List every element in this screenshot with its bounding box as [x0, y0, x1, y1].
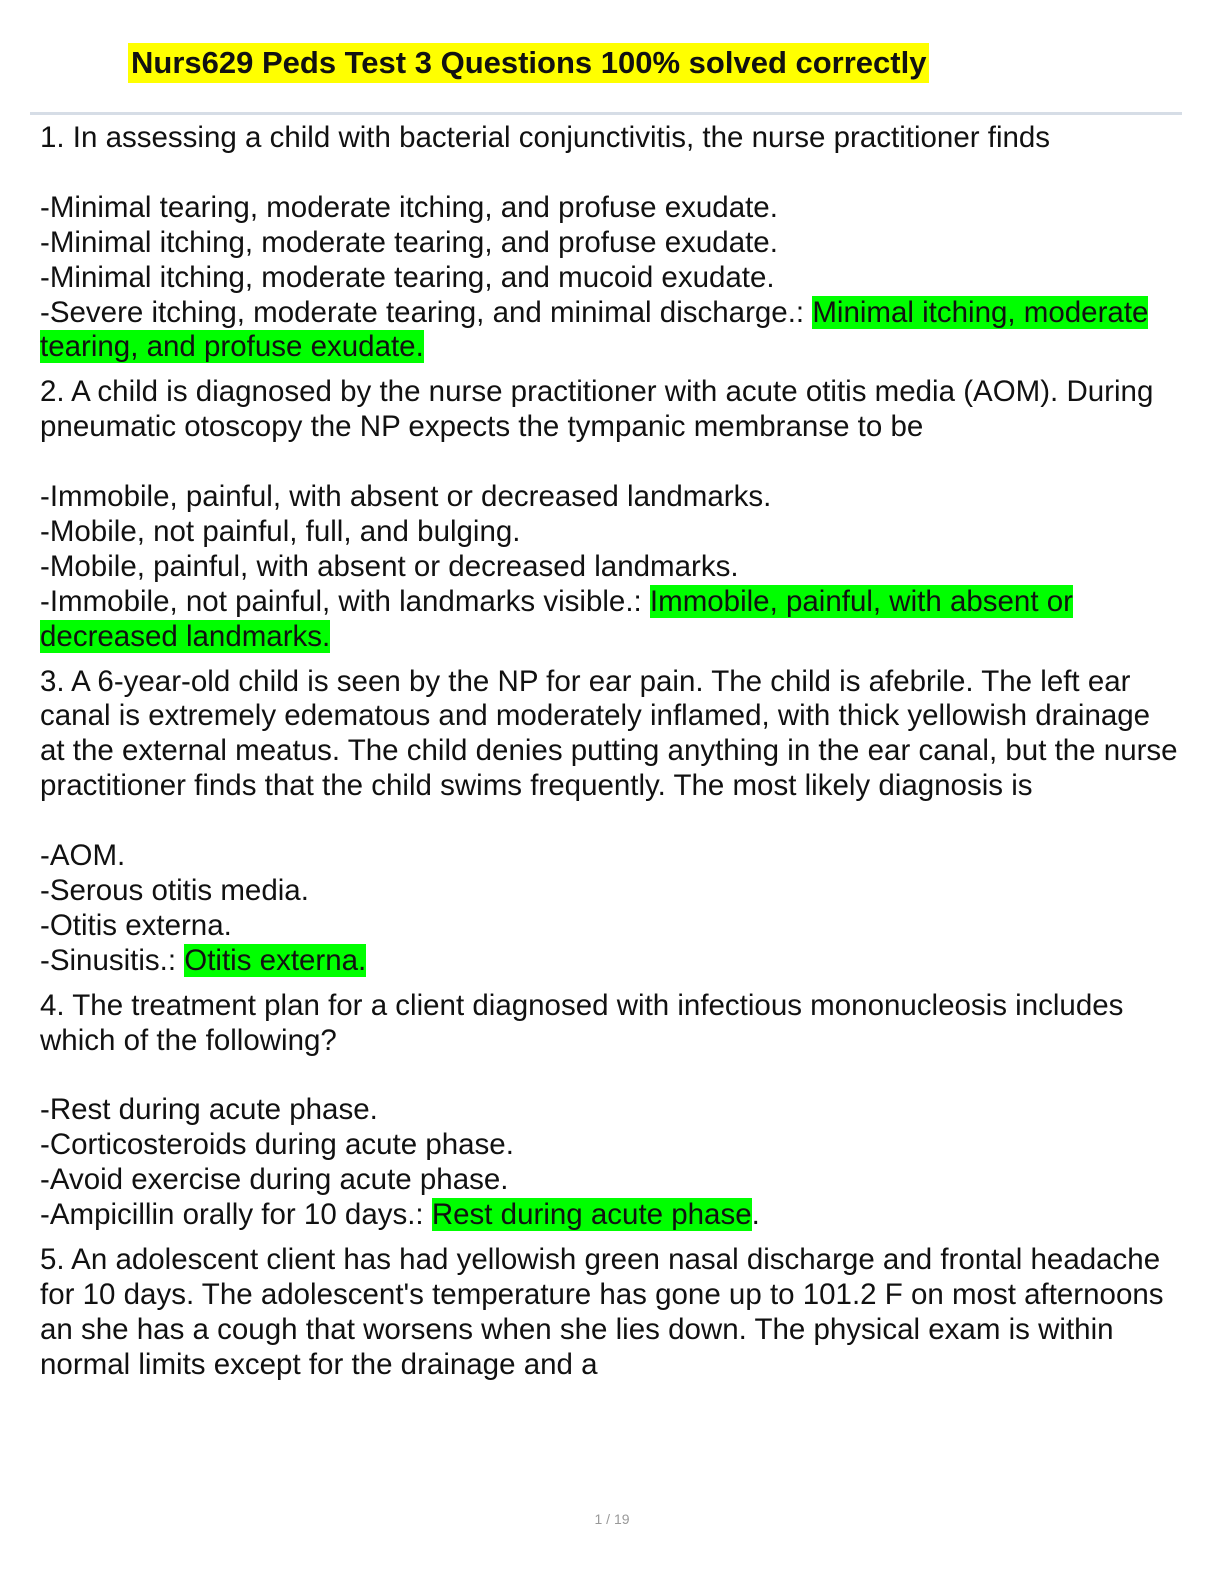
- question-stem: 3. A 6-year-old child is seen by the NP …: [40, 664, 1178, 803]
- question-stem: 1. In assessing a child with bacterial c…: [40, 121, 1051, 154]
- option: -Minimal tearing, moderate itching, and …: [40, 190, 778, 224]
- question-5: 5. An adolescent client has had yellowis…: [40, 1243, 1180, 1383]
- title-divider: [30, 112, 1182, 115]
- option: -Immobile, painful, with absent or decre…: [40, 480, 772, 514]
- answer-suffix: .: [751, 1198, 760, 1232]
- option: -Mobile, not painful, full, and bulging.: [40, 514, 521, 548]
- option: -Sinusitis.:: [40, 943, 185, 977]
- question-2: 2. A child is diagnosed by the nurse pra…: [40, 375, 1180, 654]
- question-1: 1. In assessing a child with bacterial c…: [40, 121, 1180, 365]
- option: -Serous otitis media.: [40, 873, 309, 907]
- option: -Ampicillin orally for 10 days.:: [40, 1198, 432, 1232]
- option: -Corticosteroids during acute phase.: [40, 1128, 514, 1162]
- question-3: 3. A 6-year-old child is seen by the NP …: [40, 665, 1180, 979]
- option: -Severe itching, moderate tearing, and m…: [40, 295, 813, 329]
- option: -Avoid exercise during acute phase.: [40, 1163, 509, 1197]
- option: -AOM.: [40, 839, 126, 873]
- option: -Immobile, not painful, with landmarks v…: [40, 584, 650, 618]
- option-with-answer: -Severe itching, moderate tearing, and m…: [40, 295, 1180, 366]
- correct-answer: Rest during acute phase: [431, 1198, 752, 1232]
- option-with-answer: -Ampicillin orally for 10 days.: Rest du…: [40, 1198, 1180, 1233]
- question-stem: 5. An adolescent client has had yellowis…: [40, 1243, 1164, 1381]
- option-with-answer: -Immobile, not painful, with landmarks v…: [40, 584, 1180, 655]
- question-4: 4. The treatment plan for a client diagn…: [40, 989, 1180, 1233]
- option: -Minimal itching, moderate tearing, and …: [40, 225, 778, 259]
- question-stem: 2. A child is diagnosed by the nurse pra…: [40, 375, 1154, 444]
- option: -Rest during acute phase.: [40, 1093, 378, 1127]
- document-title-wrap: Nurs629 Peds Test 3 Questions 100% solve…: [128, 43, 930, 83]
- document-body: 1. In assessing a child with bacterial c…: [40, 121, 1180, 1393]
- question-stem: 4. The treatment plan for a client diagn…: [40, 988, 1124, 1057]
- option: -Mobile, painful, with absent or decreas…: [40, 549, 739, 583]
- page-number: 1 / 19: [594, 1511, 630, 1527]
- document-title: Nurs629 Peds Test 3 Questions 100% solve…: [128, 43, 930, 83]
- option: -Otitis externa.: [40, 908, 232, 942]
- correct-answer: Otitis externa.: [184, 943, 367, 977]
- option-with-answer: -Sinusitis.: Otitis externa.: [40, 943, 1180, 979]
- option: -Minimal itching, moderate tearing, and …: [40, 260, 775, 294]
